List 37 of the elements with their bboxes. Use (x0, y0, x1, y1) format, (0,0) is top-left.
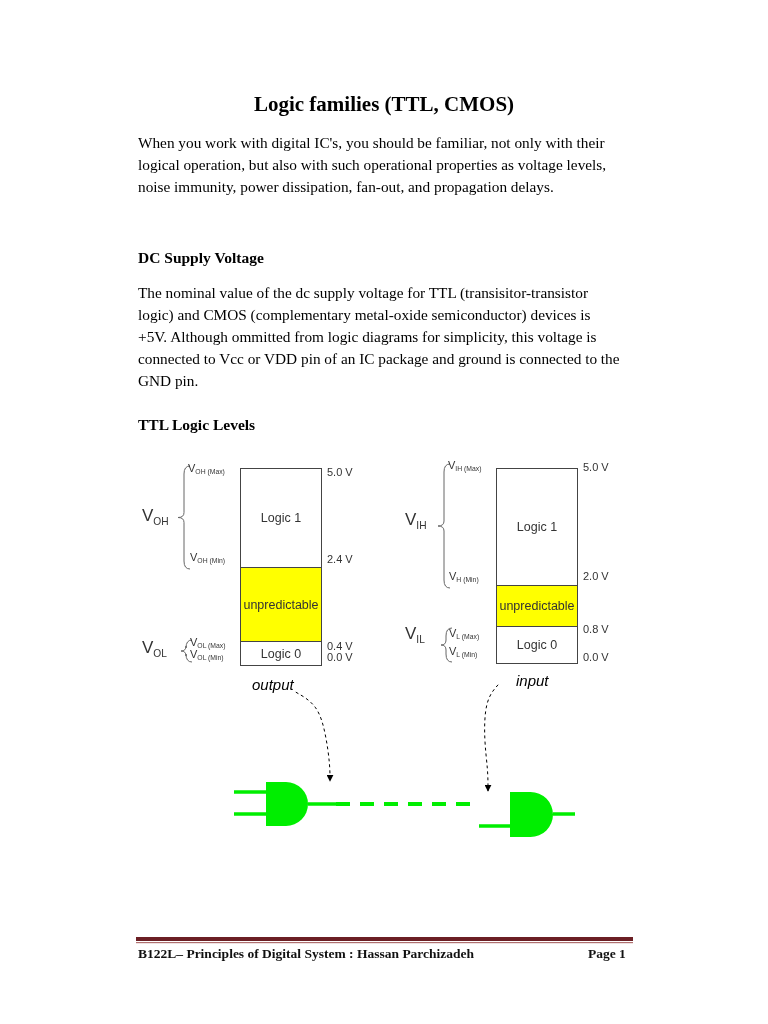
voltage-value: 5.0 V (583, 461, 609, 473)
paragraph: The nominal value of the dc supply voltage for TTL (transisitor-transistor logic) and CMOS (complementary metal-oxide semiconductor) devices is +5V. Although ommitted from logic diagrams for simplicity, this voltage is connected to Vcc or VDD pin of an IC package and ground is connected to the GND pin. (138, 283, 621, 391)
voltage-label: V$_{OH (Min)}$ (190, 551, 225, 565)
undefined-region-band: unpredictable (496, 585, 578, 627)
voltage-value: 2.4 V (327, 553, 353, 565)
voltage-value: 0.4 V (327, 640, 353, 652)
logic-level-band: Logic 0 (496, 626, 578, 664)
section-heading: TTL Logic Levels (138, 416, 256, 434)
voltage-label: V$_{L (Min)}$ (449, 645, 478, 659)
undefined-region-band: unpredictable (240, 567, 322, 642)
voltage-label: V$_{OH}$ (142, 506, 169, 527)
section-heading: DC Supply Voltage (138, 249, 264, 267)
voltage-label: V$_{IH}$ (405, 510, 427, 531)
leader-arrow (484, 684, 499, 792)
and-gate-symbol (479, 791, 575, 838)
and-gate-symbol (234, 781, 336, 827)
caption-text: output (252, 676, 294, 693)
voltage-value: 0.0 V (327, 651, 353, 663)
voltage-label: V$_{OH (Max)}$ (188, 462, 225, 476)
voltage-label: V$_{H (Min)}$ (449, 570, 479, 584)
voltage-label: V$_{IH (Max)}$ (448, 459, 482, 473)
voltage-value: 0.8 V (583, 623, 609, 635)
voltage-value: 0.0 V (583, 651, 609, 663)
logic-level-band: Logic 0 (240, 641, 322, 666)
voltage-label: V$_{OL}$ (142, 638, 167, 659)
caption-text: input (516, 672, 549, 689)
footer-text: B122L– Principles of Digital System : Hassan Parchizadeh (138, 946, 475, 962)
leader-arrow (295, 691, 334, 782)
voltage-label: V$_{IL}$ (405, 624, 425, 645)
logic-level-band: Logic 1 (240, 468, 322, 568)
page-number: Page 1 (588, 946, 626, 962)
title: Logic families (TTL, CMOS) (252, 92, 516, 117)
voltage-label: V$_{L (Max)}$ (449, 627, 480, 641)
voltage-label: V$_{OL (Max)}$ (190, 636, 226, 650)
logic-level-band: Logic 1 (496, 468, 578, 586)
voltage-value: 2.0 V (583, 570, 609, 582)
paragraph: When you work with digital IC's, you should be familiar, not only with their logical operation, but also with such operational properties as voltage levels, noise immunity, power dissipation, fan-out, and propagation delays. (138, 133, 608, 197)
